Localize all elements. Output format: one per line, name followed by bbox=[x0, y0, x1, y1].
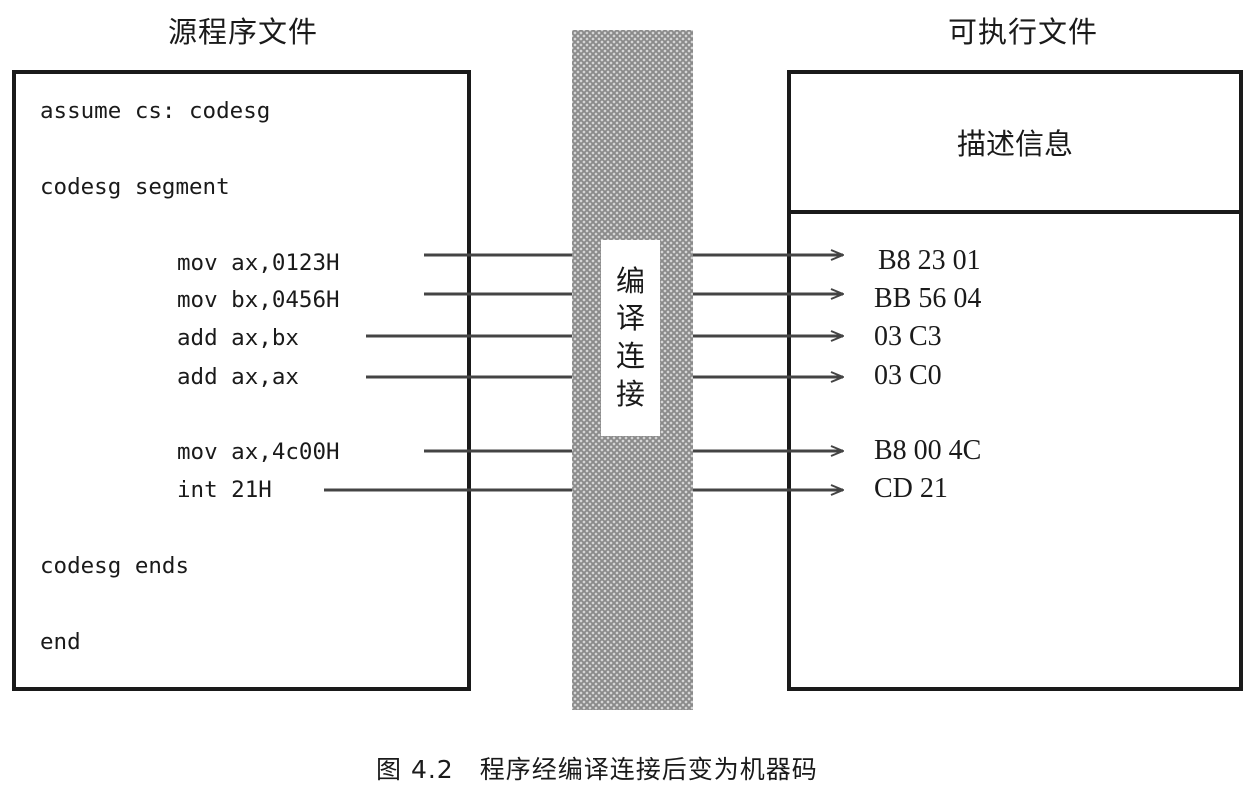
source-instruction: int 21H bbox=[177, 477, 272, 503]
source-instruction: add ax,bx bbox=[177, 325, 299, 351]
machine-code-line: B8 00 4C bbox=[874, 435, 982, 466]
source-instruction: add ax,ax bbox=[177, 364, 299, 390]
compile-link-char: 连 bbox=[615, 339, 645, 373]
figure-number: 图 4.2 bbox=[376, 755, 454, 784]
source-instruction: mov bx,0456H bbox=[177, 287, 340, 313]
source-line-assume: assume cs: codesg bbox=[40, 98, 271, 124]
figure-caption: 图 4.2 程序经编译连接后变为机器码 bbox=[376, 750, 818, 786]
executable-file-title: 可执行文件 bbox=[948, 15, 1099, 49]
executable-code-box bbox=[787, 210, 1243, 691]
source-line-end: end bbox=[40, 629, 81, 655]
machine-code-line: 03 C3 bbox=[874, 321, 942, 352]
source-file-box bbox=[12, 70, 471, 691]
source-instruction: mov ax,4c00H bbox=[177, 439, 340, 465]
machine-code-line: CD 21 bbox=[874, 473, 948, 504]
machine-code-line: 03 C0 bbox=[874, 360, 942, 391]
source-file-title: 源程序文件 bbox=[168, 15, 319, 49]
source-line-ends: codesg ends bbox=[40, 553, 190, 579]
machine-code-line: BB 56 04 bbox=[874, 283, 982, 314]
compile-link-char: 编 bbox=[615, 263, 645, 298]
description-info-label: 描述信息 bbox=[956, 127, 1073, 161]
executable-header-box bbox=[787, 70, 1243, 214]
machine-code-line: B8 23 01 bbox=[878, 245, 981, 276]
source-line-segment: codesg segment bbox=[40, 174, 230, 200]
compile-link-label: 编 译 连 接 bbox=[601, 240, 660, 436]
compile-link-char: 接 bbox=[615, 376, 645, 411]
figure-caption-text: 程序经编译连接后变为机器码 bbox=[479, 755, 818, 784]
source-instruction: mov ax,0123H bbox=[177, 250, 340, 276]
compile-link-char: 译 bbox=[615, 301, 645, 336]
